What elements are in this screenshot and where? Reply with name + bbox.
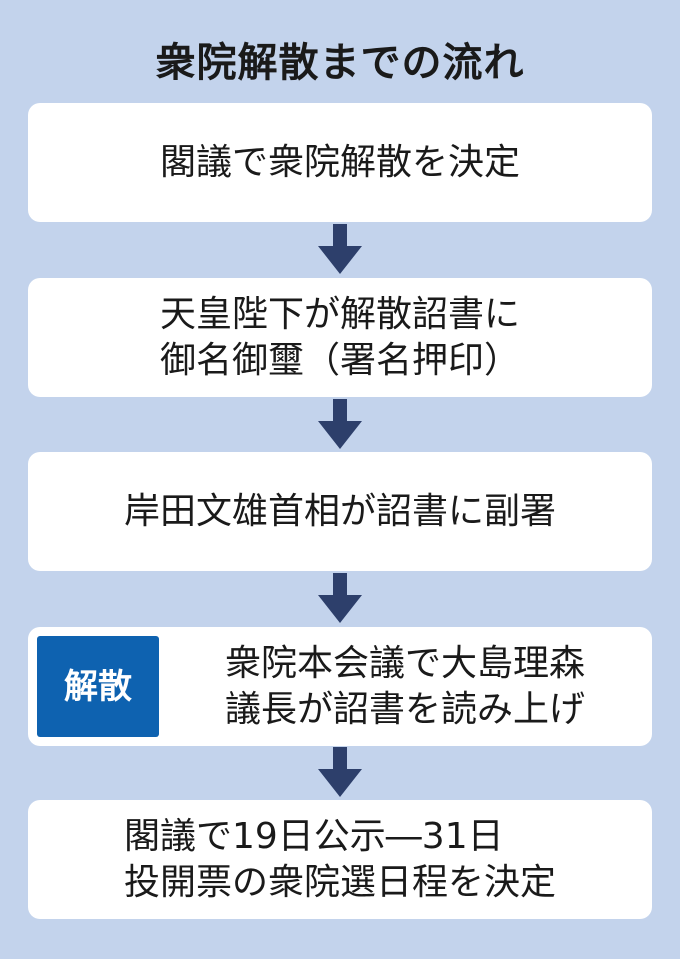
- step-text: 衆院本会議で大島理森 議長が詔書を読み上げ: [224, 642, 585, 730]
- step-text: 天皇陛下が解散詔書に 御名御璽（署名押印）: [159, 293, 520, 381]
- step-3-pm-countersign: 岸田文雄首相が詔書に副署: [28, 452, 652, 571]
- down-arrow-icon: [318, 573, 362, 623]
- dissolution-badge: 解散: [37, 636, 159, 737]
- down-arrow-icon: [318, 747, 362, 797]
- step-text: 閣議で19日公示―31日 投開票の衆院選日程を決定: [123, 815, 556, 903]
- step-text: 閣議で衆院解散を決定: [159, 141, 520, 183]
- step-2-imperial-seal: 天皇陛下が解散詔書に 御名御璽（署名押印）: [28, 278, 652, 397]
- diagram-title: 衆院解散までの流れ: [155, 40, 525, 86]
- step-4-dissolution: 解散 衆院本会議で大島理森 議長が詔書を読み上げ: [28, 627, 652, 746]
- step-5-election-schedule: 閣議で19日公示―31日 投開票の衆院選日程を決定: [28, 800, 652, 919]
- step-text: 岸田文雄首相が詔書に副署: [123, 490, 556, 532]
- step-1-cabinet-decision: 閣議で衆院解散を決定: [28, 103, 652, 222]
- down-arrow-icon: [318, 399, 362, 449]
- down-arrow-icon: [318, 224, 362, 274]
